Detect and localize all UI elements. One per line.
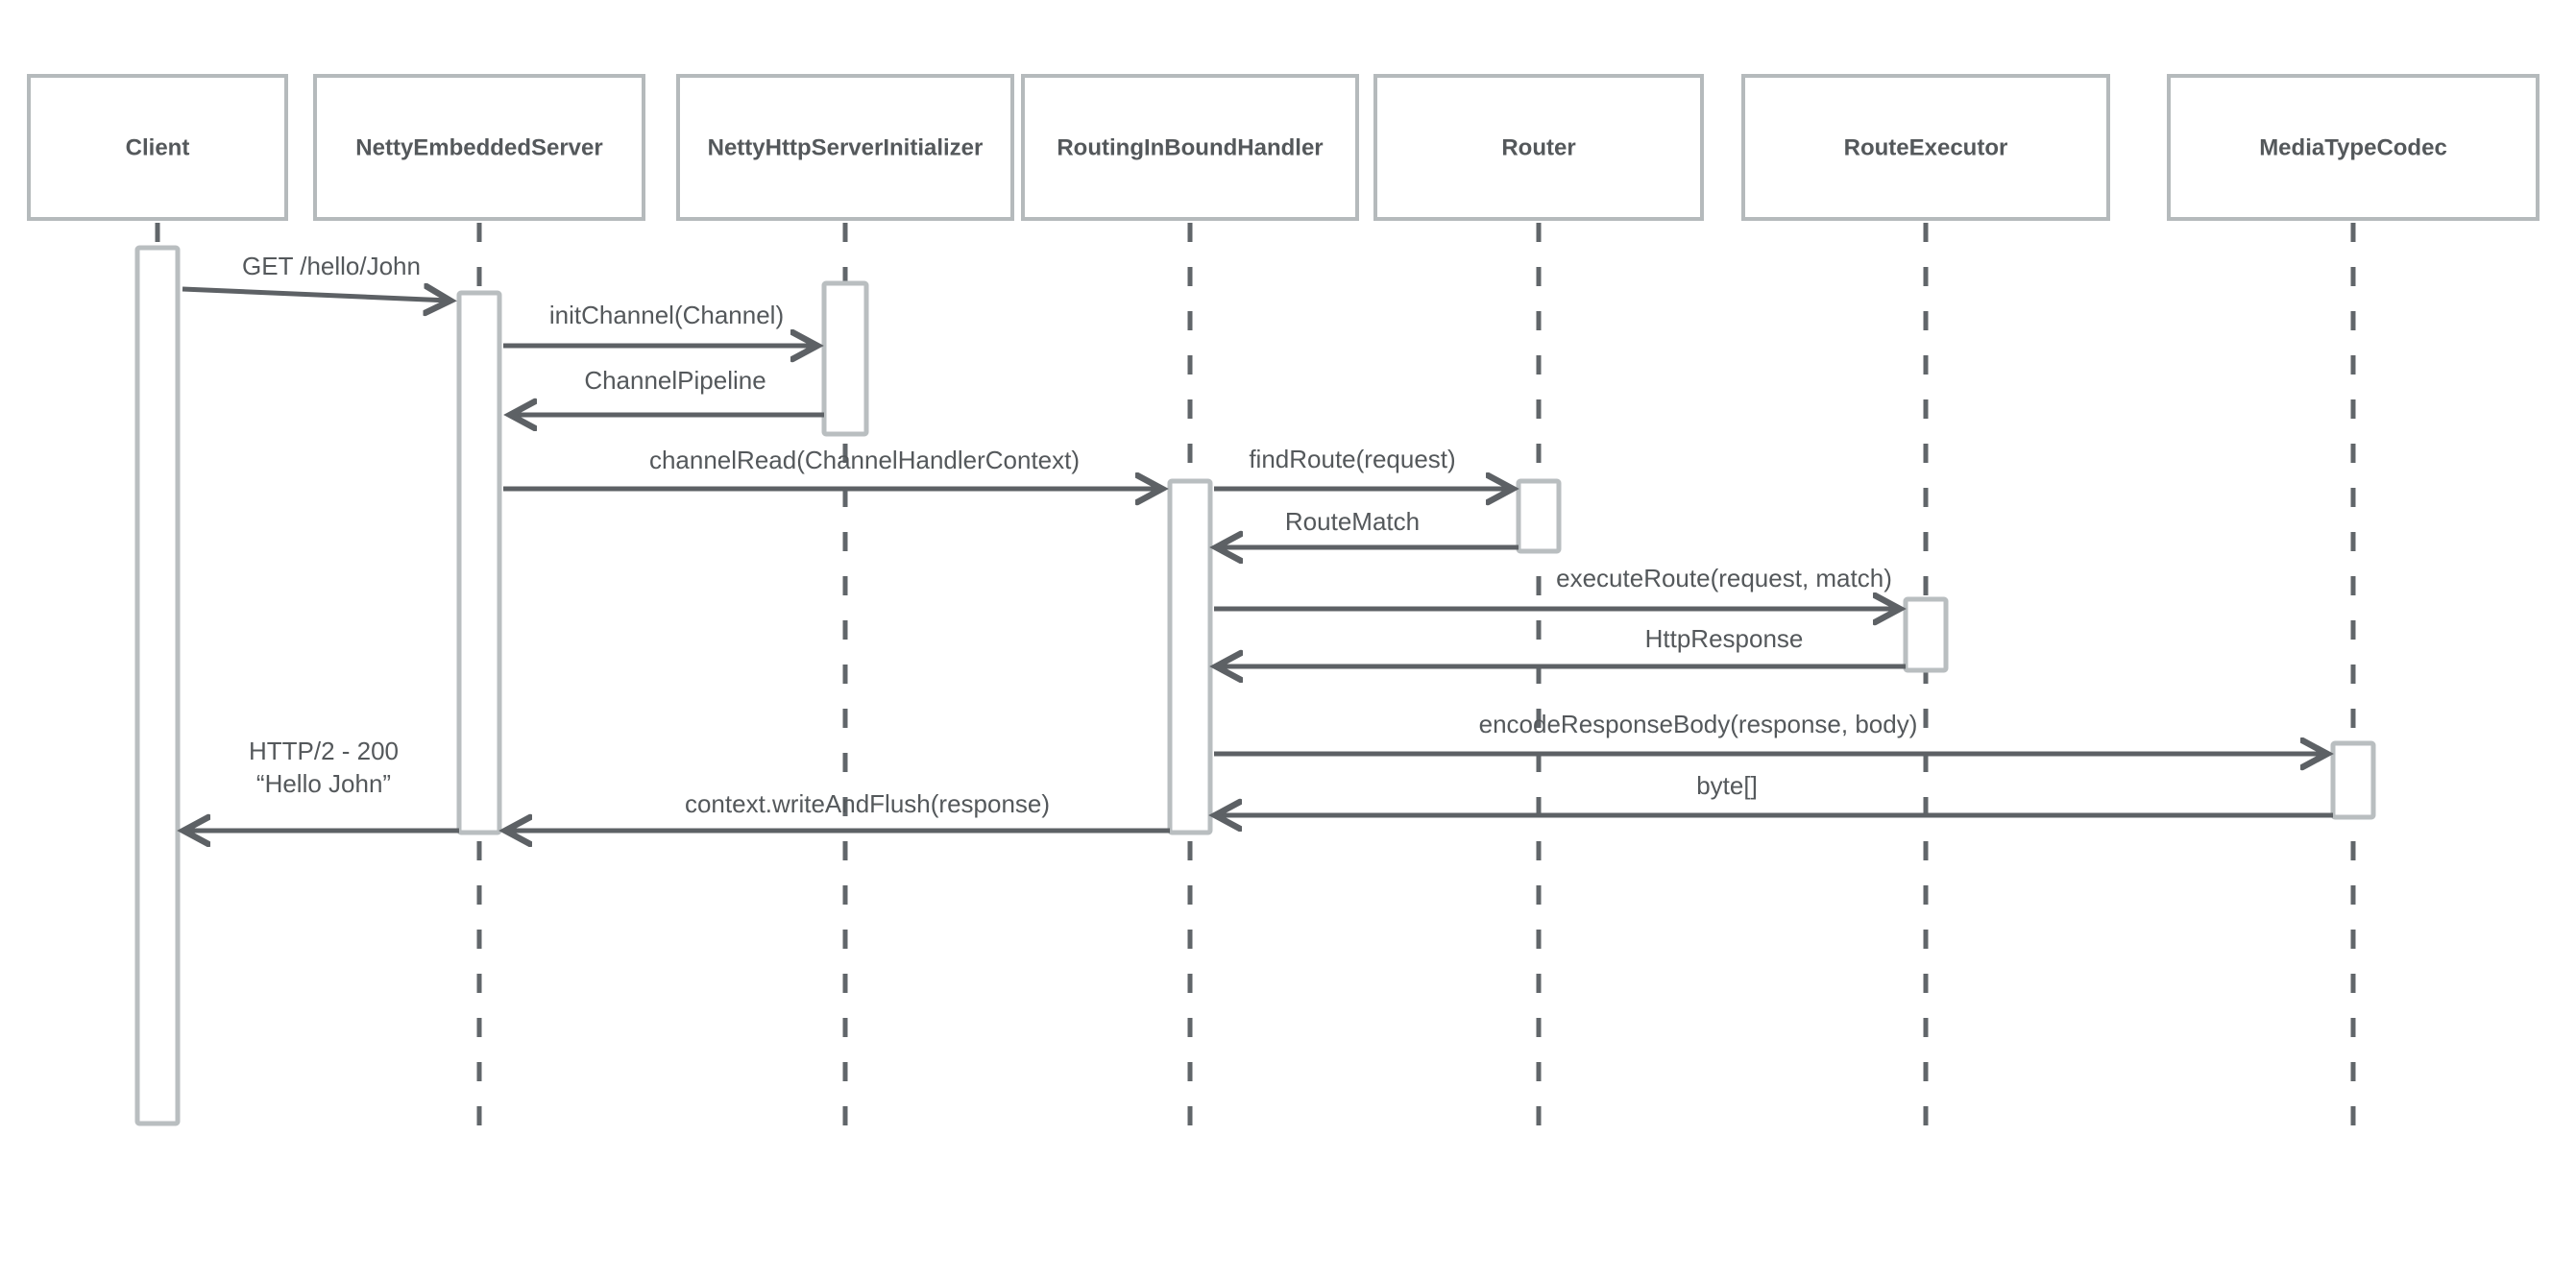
message-label-init-channel: initChannel(Channel) [549, 301, 784, 329]
participant-routing-in-bound-handler: RoutingInBoundHandler [1021, 74, 1359, 221]
message-label-byte-array: byte[] [1696, 771, 1758, 800]
message-label-execute-route: executeRoute(request, match) [1556, 564, 1892, 592]
activation-bar-netty-embedded-server [456, 290, 502, 835]
participant-route-executor: RouteExecutor [1741, 74, 2110, 221]
participant-box-netty-embedded-server [313, 74, 645, 221]
participant-box-routing-in-bound-handler [1021, 74, 1359, 221]
message-label-route-match: RouteMatch [1285, 507, 1420, 536]
participant-box-client [27, 74, 288, 221]
message-arrow-get-hello-john [182, 289, 450, 301]
activation-bar-route-executor [1903, 596, 1949, 673]
message-label-get-hello-john: GET /hello/John [242, 252, 421, 280]
participant-box-route-executor [1741, 74, 2110, 221]
message-label-channel-read: channelRead(ChannelHandlerContext) [649, 446, 1080, 474]
participant-name-netty-http-server-initializer: NettyHttpServerInitializer [708, 135, 984, 161]
participant-box-netty-http-server-initializer [676, 74, 1014, 221]
activation-bar-router [1516, 478, 1562, 554]
participant-name-route-executor: RouteExecutor [1844, 135, 2008, 161]
activation-bar-client [134, 245, 181, 1126]
message-label-encode-response-body: encodeResponseBody(response, body) [1479, 710, 1918, 738]
participant-box-router [1373, 74, 1704, 221]
activation-bar-netty-http-server-initializer [821, 280, 869, 437]
participant-name-router: Router [1501, 135, 1575, 161]
activation-bar-routing-in-bound-handler [1167, 478, 1213, 835]
participant-name-netty-embedded-server: NettyEmbeddedServer [355, 135, 602, 161]
participant-router: Router [1373, 74, 1704, 221]
message-label-channel-pipeline: ChannelPipeline [584, 366, 766, 395]
participant-netty-http-server-initializer: NettyHttpServerInitializer [676, 74, 1014, 221]
activation-bars [134, 245, 2376, 1126]
participant-name-client: Client [126, 135, 190, 161]
message-label-write-and-flush: context.writeAndFlush(response) [685, 789, 1050, 818]
message-arrows [182, 289, 2333, 831]
message-label-http2-200-line2: “Hello John” [256, 769, 391, 798]
participant-client: Client [27, 74, 288, 221]
message-label-http2-200-line1: HTTP/2 - 200 [249, 737, 399, 765]
participants: Client NettyEmbeddedServer NettyHttpServ… [27, 74, 2540, 221]
participant-netty-embedded-server: NettyEmbeddedServer [313, 74, 645, 221]
activation-bar-media-type-codec [2330, 740, 2376, 820]
participant-box-media-type-codec [2167, 74, 2540, 221]
message-label-http-response: HttpResponse [1645, 624, 1804, 653]
message-labels: GET /hello/John initChannel(Channel) Cha… [242, 252, 1917, 818]
participant-name-media-type-codec: MediaTypeCodec [2259, 135, 2447, 161]
participant-media-type-codec: MediaTypeCodec [2167, 74, 2540, 221]
message-label-find-route: findRoute(request) [1249, 445, 1455, 473]
participant-name-routing-in-bound-handler: RoutingInBoundHandler [1057, 135, 1323, 161]
